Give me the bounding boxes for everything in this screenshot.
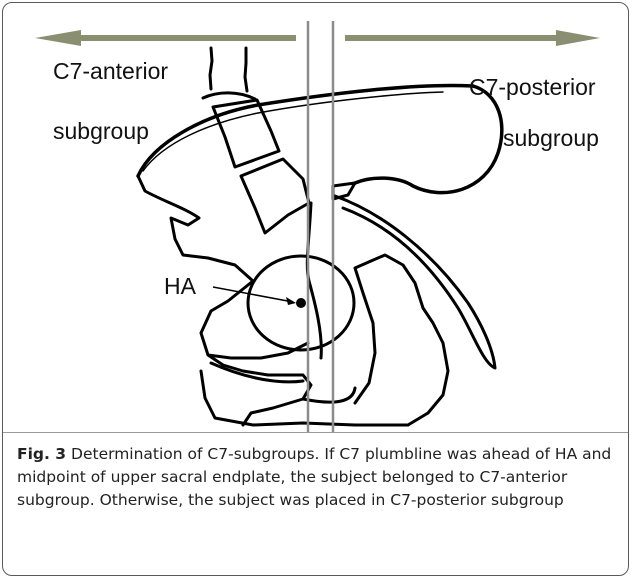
caption-text: Determination of C7-subgroups. If C7 plu… [17,445,611,509]
ha-pointer [213,287,306,308]
label-c7-posterior-subgroup: subgroup [503,127,599,150]
figure-number: Fig. 3 [17,445,66,463]
intervertebral-disc [203,93,255,99]
caption-divider [3,432,628,433]
pelvis-right-outline [355,255,448,425]
iliac-crest-inner [143,92,443,171]
sacral-promontory [333,183,355,199]
label-c7-anterior: C7-anterior [53,60,168,83]
sacral-body [307,203,321,358]
label-ha: HA [164,275,196,298]
iliac-crest [138,85,473,176]
hip-axis-point [296,298,306,308]
left-direction-arrow [35,30,296,46]
ischium [303,388,355,402]
l5-vertebra [213,100,279,167]
upper-vertebra [210,48,247,91]
figure-caption: Fig. 3 Determination of C7-subgroups. If… [17,443,617,512]
label-c7-posterior: C7-posterior [469,76,596,99]
s1-vertebra [241,159,309,233]
plumblines [308,21,333,433]
right-direction-arrow [345,30,600,46]
iliac-wing [355,86,502,193]
label-c7-anterior-subgroup: subgroup [53,120,149,143]
